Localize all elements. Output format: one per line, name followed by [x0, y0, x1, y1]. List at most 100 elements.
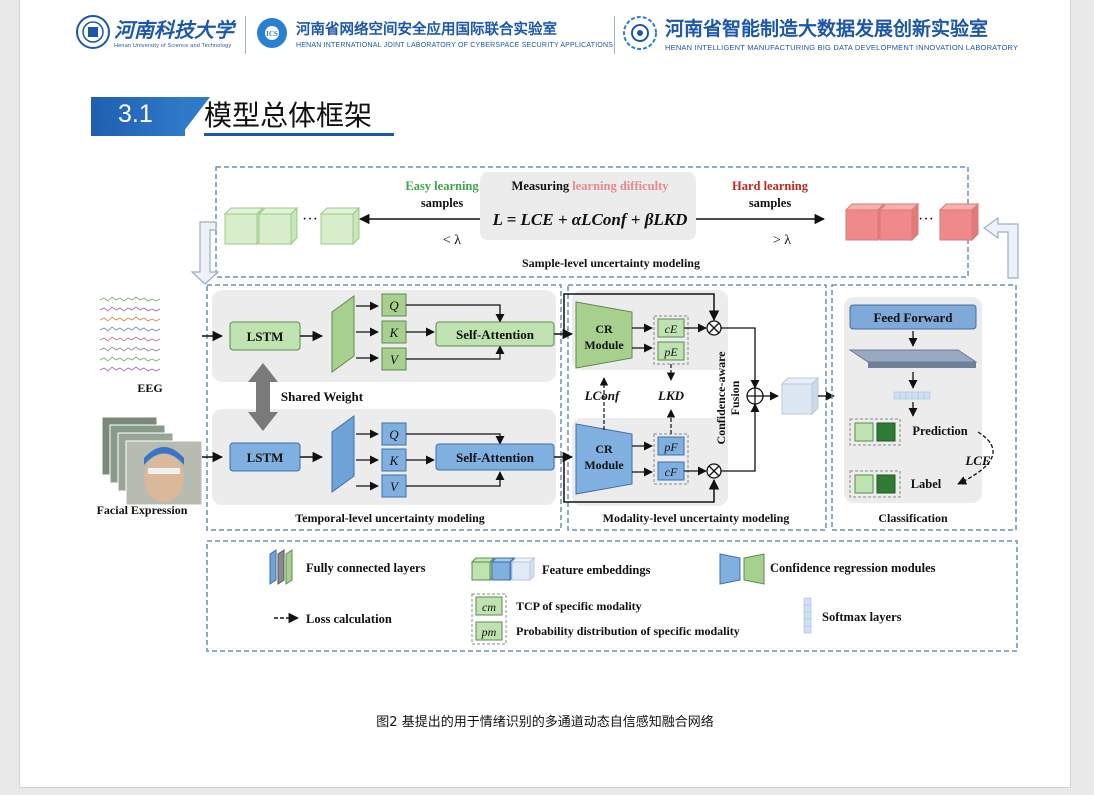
legend-pm-box [475, 621, 503, 641]
pe-label: pE [663, 345, 678, 359]
shared-weight-label: Shared Weight [281, 389, 364, 404]
k-eeg-label: K [389, 325, 400, 340]
logo-henan-university: 河南科技大学 Henan University of Science and T… [76, 14, 234, 49]
facial-expression-image [101, 416, 203, 506]
shared-weight-arrow [248, 363, 278, 431]
legend-cm-label: TCP of specific modality [516, 599, 642, 613]
lstm-eeg-label: LSTM [247, 329, 284, 344]
framework-diagram: ··· ··· Easy learning samples Measuring … [97, 166, 1019, 652]
lambda-less: < λ [443, 233, 461, 248]
prediction-cell-dark [876, 422, 896, 442]
softmax-layer [893, 391, 931, 400]
temporal-level-panel [206, 284, 562, 531]
lstm-face-label: LSTM [247, 450, 284, 465]
label-group [849, 470, 901, 498]
ce-label: cE [665, 322, 678, 336]
label-cell-dark [876, 474, 896, 494]
header-divider [614, 16, 615, 54]
ce-pe-group [653, 315, 689, 365]
section-title: 模型总体框架 [204, 99, 373, 132]
slide: 河南科技大学 Henan University of Science and T… [19, 0, 1071, 788]
fusion-label-2: Fusion [728, 380, 742, 415]
cyberspace-lab-name-en: HENAN INTERNATIONAL JOINT LABORATORY OF … [296, 41, 614, 49]
v-face-label: V [390, 479, 400, 494]
feed-forward-box [849, 304, 977, 330]
legend-softmax-label: Softmax layers [822, 610, 902, 624]
eeg-label: EEG [137, 381, 162, 395]
qkv-face [381, 422, 407, 498]
pf-box [657, 436, 685, 456]
cr-eeg-label1: CR [595, 322, 613, 336]
prediction-cell-light [854, 422, 874, 442]
cyberspace-lab-icon: ICS [257, 18, 287, 48]
university-name-en: Henan University of Science and Technolo… [114, 43, 232, 49]
legend-cm-symbol: cm [482, 600, 496, 614]
legend-softmax-icon [803, 597, 812, 634]
cr-face-label2: Module [584, 458, 624, 472]
classification-panel [831, 284, 1017, 531]
q-face-to-attention [406, 433, 505, 445]
easy-dots: ··· [302, 211, 318, 228]
fc-layer-face [331, 415, 355, 493]
q-eeg-to-attention [406, 304, 505, 323]
sample-level-caption: Sample-level uncertainty modeling [522, 256, 700, 270]
legend-cm-box [475, 596, 503, 616]
eeg-signal-icon [99, 296, 161, 372]
prediction-group [849, 418, 901, 446]
measuring-highlight: learning difficulty [572, 179, 669, 193]
qkv-eeg [381, 293, 407, 371]
manufacturing-lab-name-cn: 河南省智能制造大数据发展创新实验室 [665, 18, 989, 40]
legend-fc-label: Fully connected layers [306, 561, 426, 575]
feedback-arrow-right [982, 216, 1019, 279]
classification-caption: Classification [878, 511, 948, 525]
cr-face-label1: CR [595, 442, 613, 456]
feedback-arrow-left [190, 221, 220, 285]
pe-box [657, 341, 685, 361]
skip-eeg-to-mul [563, 293, 720, 334]
legend-panel [206, 540, 1018, 652]
section-underline [204, 133, 394, 136]
hard-dots: ··· [918, 211, 934, 228]
modality-level-panel [567, 284, 827, 531]
measuring-text: Measuring learning difficulty [512, 179, 670, 193]
temporal-level-caption: Temporal-level uncertainty modeling [295, 511, 485, 525]
pf-label: pF [663, 440, 678, 454]
easy-learning-sub: samples [421, 196, 464, 210]
manufacturing-lab-icon [623, 16, 657, 50]
k-face-label: K [389, 453, 400, 468]
section-badge-notch [180, 97, 210, 136]
cr-module-face [575, 423, 633, 495]
dense-layer-side [868, 362, 976, 368]
easy-learning-title: Easy learning [405, 179, 479, 193]
classification-bg [844, 297, 982, 503]
lce-label: LCE [964, 453, 991, 468]
v-eeg-label: V [390, 352, 400, 367]
measuring-prefix: Measuring [512, 179, 573, 193]
multiply-node-face [706, 463, 722, 479]
v-face-to-attention [406, 471, 505, 487]
multiply-node-eeg [706, 320, 722, 336]
section-number: 3.1 [118, 100, 153, 128]
v-eeg-to-attention [406, 345, 505, 360]
figure-caption: 图2 基提出的用于情绪识别的多通道动态自信感知融合网络 [376, 715, 714, 730]
hard-learning-title: Hard learning [732, 179, 809, 193]
university-name-cn: 河南科技大学 [114, 18, 234, 42]
loss-formula: L = LCE + αLConf + βLKD [492, 210, 688, 229]
easy-sample-cubes [223, 206, 361, 246]
mul-face-to-plus [721, 403, 760, 472]
formula-panel [480, 172, 696, 240]
legend-crm-icon [719, 553, 765, 585]
label-cell-light [854, 474, 874, 494]
feed-forward-label: Feed Forward [873, 310, 953, 325]
legend-pm-symbol: pm [481, 625, 497, 639]
legend-cm-pm-group [471, 593, 507, 645]
cf-label: cF [665, 465, 678, 479]
legend-fc-icon [269, 549, 293, 585]
logo-cyberspace-lab: ICS 河南省网络空间安全应用国际联合实验室 HENAN INTERNATION… [255, 16, 613, 50]
q-eeg-label: Q [389, 298, 399, 313]
self-attention-eeg-label: Self-Attention [456, 327, 535, 342]
lkd-label: LKD [657, 388, 685, 403]
prediction-label: Prediction [912, 424, 967, 438]
q-face-label: Q [389, 427, 399, 442]
lce-loss-arc [957, 431, 994, 485]
